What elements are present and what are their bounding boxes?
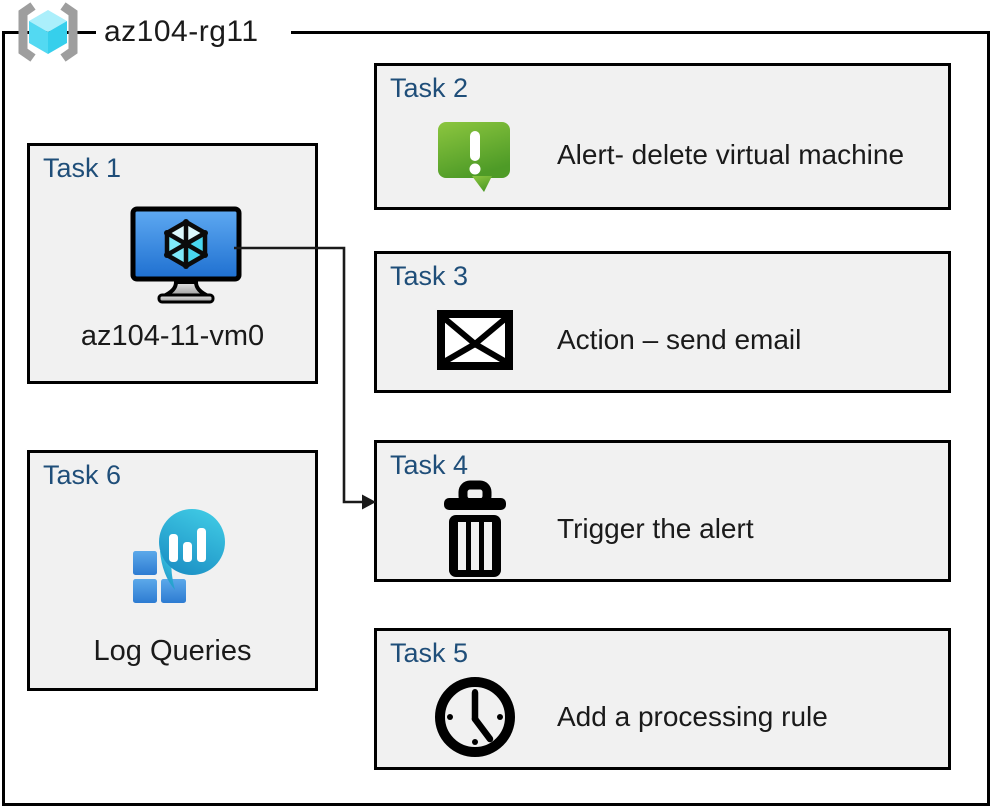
virtual-machine-icon xyxy=(130,206,242,309)
task-6-label: Log Queries xyxy=(93,635,252,667)
task-2-box: Task 2 Alert- delete virtual machine xyxy=(374,63,951,210)
task-4-box: Task 4 Trigger the alert xyxy=(374,440,951,582)
task-6-box: Task 6 xyxy=(27,450,318,691)
task-5-label: Add a processing rule xyxy=(557,701,828,732)
alert-icon xyxy=(419,116,531,194)
task-2-title: Task 2 xyxy=(390,73,469,103)
resource-group-name: az104-rg11 xyxy=(96,4,291,60)
task-1-title: Task 1 xyxy=(43,153,122,183)
task-3-label: Action – send email xyxy=(557,324,802,355)
task-1-box: Task 1 xyxy=(27,143,318,384)
task-5-title: Task 5 xyxy=(390,638,469,668)
resource-group-boundary xyxy=(2,31,990,806)
task-6-title: Task 6 xyxy=(43,460,122,490)
resource-group-header: az104-rg11 xyxy=(8,0,291,64)
task-3-box: Task 3 Action – send email xyxy=(374,251,951,393)
resource-group-icon xyxy=(18,2,78,62)
trash-icon xyxy=(419,478,531,580)
clock-icon xyxy=(419,675,531,759)
task-2-label: Alert- delete virtual machine xyxy=(557,138,905,170)
log-queries-icon xyxy=(133,509,227,610)
email-icon xyxy=(419,310,531,370)
task-1-label: az104-11-vm0 xyxy=(80,320,265,352)
task-5-box: Task 5 Add a processing rule xyxy=(374,628,951,770)
task-4-title: Task 4 xyxy=(390,450,469,480)
task-4-label: Trigger the alert xyxy=(557,513,754,544)
task-3-title: Task 3 xyxy=(390,261,469,291)
